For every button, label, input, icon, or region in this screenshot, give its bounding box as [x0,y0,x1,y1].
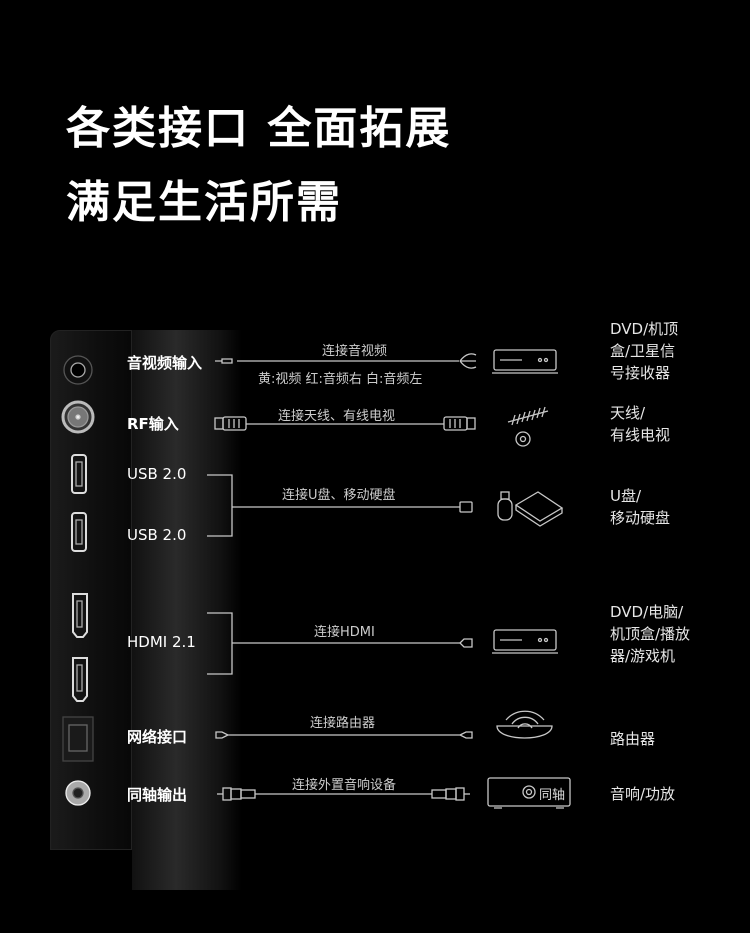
coax-port-icon [65,780,91,806]
rf-plug-icon [443,416,476,431]
device-line: 盒/卫星信 [610,342,676,360]
caption-av: 连接音视频 [322,344,388,359]
subcaption-av-colors: 黄:视频 红:音频右 白:音频左 [258,372,423,387]
caption-usb: 连接U盘、移动硬盘 [282,488,396,503]
device-network: 路由器 [610,728,720,750]
usb-plug-icon [459,501,473,513]
av-plug-icon [459,353,477,369]
media-player-icon [492,629,558,654]
port-label-hdmi: HDMI 2.1 [127,633,196,651]
device-line: 机顶盒/播放 [610,625,691,643]
port-label-av: 音视频输入 [127,354,203,372]
port-label-usb-1: USB 2.0 [127,465,187,483]
caption-rf: 连接天线、有线电视 [278,409,396,424]
caption-network: 连接路由器 [310,716,376,731]
rf-plug-icon [214,416,247,431]
set-top-box-icon [492,349,558,374]
usb-drive-icon [497,491,513,521]
device-line: 天线/ [610,404,646,422]
port-label-network: 网络接口 [127,728,188,746]
device-coax: 音响/功放 [610,783,720,805]
usb-port-icon [71,512,87,552]
coax-plug-icon [431,787,470,801]
av-port-icon [63,355,93,385]
amplifier-icon [487,777,571,809]
coax-plug-icon [217,787,256,801]
hdmi-port-icon [72,657,88,702]
device-line: 音响/功放 [610,785,676,803]
antenna-icon [507,406,549,447]
device-line: 移动硬盘 [610,509,671,527]
amplifier-badge: 同轴 [539,788,566,803]
hard-drive-icon [514,491,564,527]
hdmi-port-icon [72,593,88,638]
device-line: 有线电视 [610,426,671,444]
ethernet-port-icon [62,716,94,762]
device-hdmi: DVD/电脑/ 机顶盒/播放 器/游戏机 [610,601,720,667]
tv-bezel [132,330,242,890]
device-line: DVD/机顶 [610,320,679,338]
device-av: DVD/机顶 盒/卫星信 号接收器 [610,318,720,384]
device-line: 号接收器 [610,364,671,382]
port-label-coax: 同轴输出 [127,786,188,804]
router-icon [496,710,553,739]
port-label-rf: RF输入 [127,415,179,433]
device-usb: U盘/ 移动硬盘 [610,485,720,529]
headline-line-1: 各类接口 全面拓展 [66,103,452,154]
device-line: 器/游戏机 [610,647,676,665]
rf-port-icon [61,400,95,434]
hdmi-plug-icon [459,638,473,648]
caption-coax: 连接外置音响设备 [292,778,397,793]
port-label-usb-2: USB 2.0 [127,526,187,544]
device-line: DVD/电脑/ [610,603,684,621]
headline-line-2: 满足生活所需 [66,177,342,228]
device-rf: 天线/ 有线电视 [610,402,720,446]
caption-hdmi: 连接HDMI [314,625,375,640]
device-line: 路由器 [610,730,656,748]
device-line: U盘/ [610,487,642,505]
usb-port-icon [71,454,87,494]
